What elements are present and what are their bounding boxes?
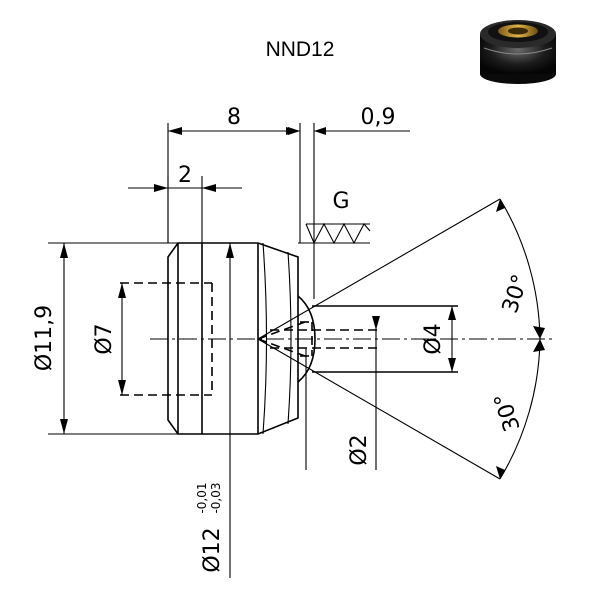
pin-diameter-label: Ø4	[421, 323, 446, 354]
chamfer-label: 2	[178, 163, 192, 188]
dim-outer-diameter	[48, 242, 178, 435]
dim-inner-diameter	[118, 283, 126, 395]
angle-lower-label: 30°	[490, 390, 526, 435]
shank-diameter-label: Ø12	[200, 527, 225, 572]
dim-chamfer	[128, 176, 242, 243]
dim-shank-diameter	[226, 243, 234, 578]
shank-tolerance-lower: -0,03	[209, 482, 223, 513]
dim-gap	[282, 123, 410, 299]
drawing-title: NND12	[266, 38, 335, 61]
pin	[312, 305, 458, 373]
surface-finish-symbol	[298, 222, 371, 245]
outer-diameter-label: Ø11,9	[32, 305, 57, 371]
product-photo	[480, 20, 556, 84]
shank-tolerance-upper: -0,01	[195, 482, 209, 513]
hidden-bore	[120, 282, 380, 396]
gap-label: 0,9	[361, 105, 396, 130]
angle-upper-label: 30°	[498, 272, 534, 317]
length-label: 8	[227, 105, 241, 130]
dim-hole-diameter	[305, 316, 380, 470]
dim-pin-diameter	[448, 306, 456, 372]
inner-diameter-label: Ø7	[92, 323, 117, 354]
cone-angle-lines	[257, 198, 545, 480]
hole-diameter-label: Ø2	[347, 434, 372, 465]
surface-mark-label: G	[332, 189, 349, 214]
